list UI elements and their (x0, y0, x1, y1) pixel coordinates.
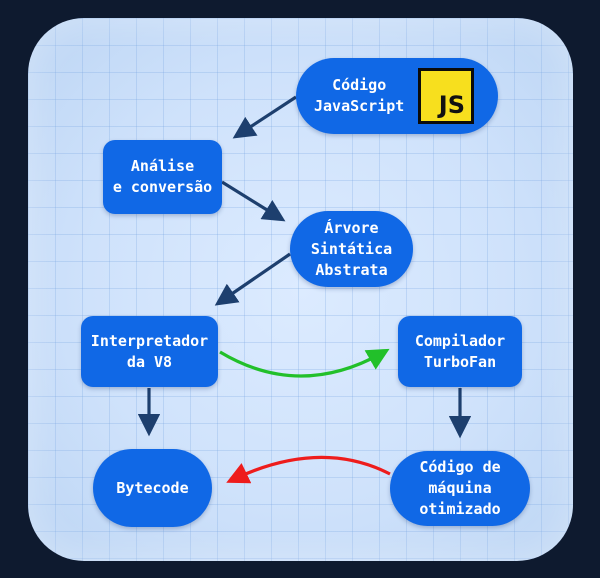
node-compilador-turbofan: Compilador TurboFan (398, 316, 522, 387)
node-label-line: da V8 (126, 352, 173, 371)
node-label-line: Código (332, 76, 387, 94)
node-codigo-javascript: Código JavaScript JS (296, 58, 498, 134)
node-label-line: Bytecode (116, 478, 189, 497)
node-label-line: TurboFan (423, 352, 497, 371)
node-analise-e-conversao: Análise e conversão (103, 140, 222, 214)
node-label-line: Código de (419, 458, 501, 476)
node-label-line: Interpretador (90, 331, 209, 350)
node-label-line: Compilador (414, 331, 506, 350)
node-interpretador-v8: Interpretador da V8 (81, 316, 218, 387)
node-bytecode: Bytecode (93, 449, 212, 527)
node-label-line: Análise (130, 157, 195, 175)
node-label-line: e conversão (112, 178, 213, 196)
node-label-line: Sintática (310, 239, 393, 258)
node-label-line: máquina (428, 479, 492, 497)
node-label-line: Árvore (324, 218, 379, 237)
javascript-logo-icon: JS (418, 68, 474, 124)
node-label-line: Abstrata (315, 260, 388, 279)
node-label-line: JavaScript (314, 97, 405, 115)
node-arvore-sintatica-abstrata: Árvore Sintática Abstrata (290, 211, 413, 287)
node-codigo-maquina-otimizado: Código de máquina otimizado (390, 451, 530, 526)
node-label-line: otimizado (419, 500, 501, 518)
